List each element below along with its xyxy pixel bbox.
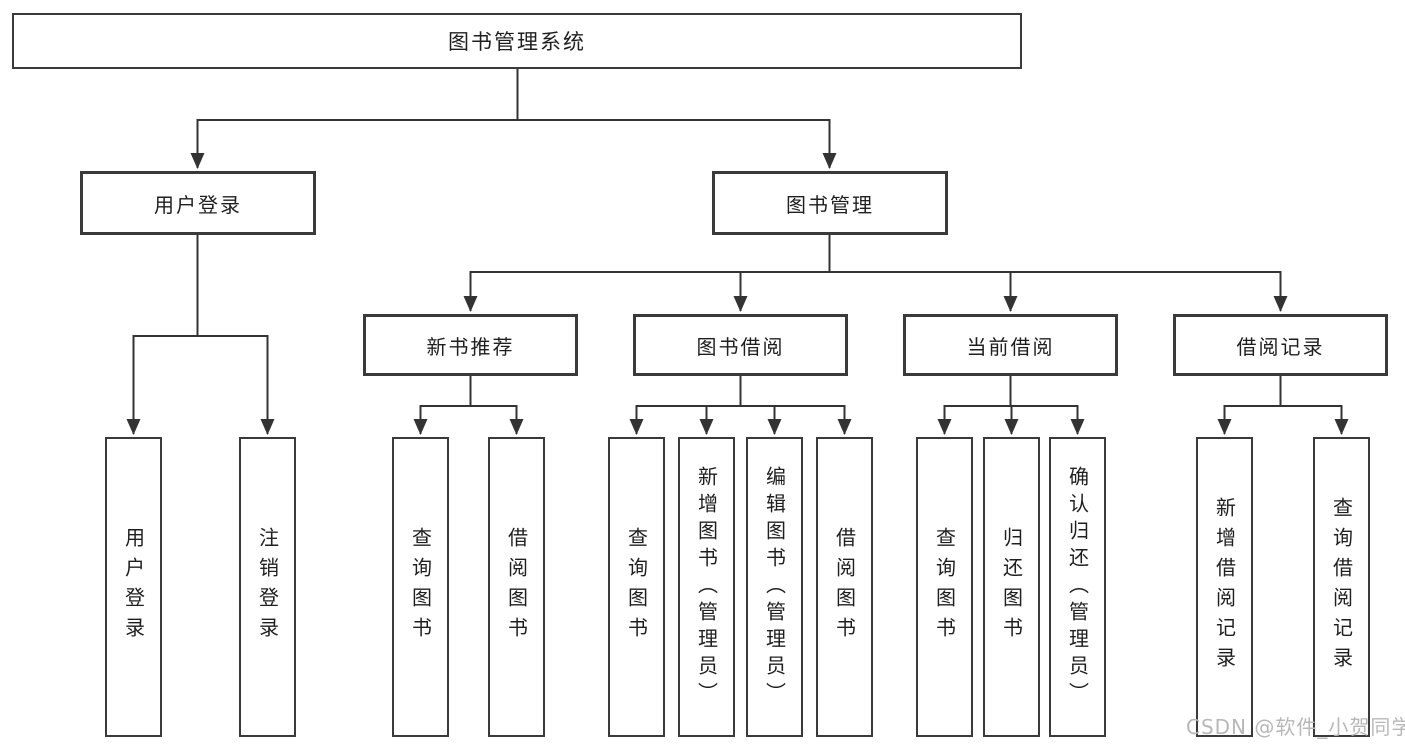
csdn-watermark: CSDN @软件_小贺同学: [1186, 715, 1405, 739]
node-book-borrow: 图书借阅: [633, 314, 848, 376]
leaf-recommend-query-book-label: 查询图书: [408, 527, 433, 647]
leaf-current-return-book-label: 归还图书: [999, 527, 1024, 647]
node-book-management-label: 图书管理: [786, 192, 874, 217]
leaf-records-add-record-label: 新增借阅记录: [1212, 497, 1237, 677]
leaf-records-query-record: 查询借阅记录: [1313, 437, 1370, 737]
leaf-logout: 注销登录: [239, 437, 296, 737]
leaf-borrow-query-book: 查询图书: [608, 437, 665, 737]
connector-new-book-recommend-to-leaves: [413, 376, 524, 435]
node-book-management: 图书管理: [712, 171, 948, 235]
connector-book-management-to-level3: [463, 235, 1288, 312]
leaf-current-query-book-label: 查询图书: [932, 527, 957, 647]
leaf-borrow-edit-book-label: 编辑图书（管理员）: [762, 465, 787, 709]
leaf-recommend-borrow-book-label: 借阅图书: [504, 527, 529, 647]
connector-borrow-records-to-leaves: [1217, 376, 1349, 435]
node-current-borrow: 当前借阅: [903, 314, 1118, 376]
leaf-borrow-add-book-label: 新增图书（管理员）: [694, 465, 719, 709]
connector-root-to-level2: [190, 69, 837, 169]
leaf-records-add-record: 新增借阅记录: [1196, 437, 1253, 737]
leaf-borrow-borrow-book-label: 借阅图书: [832, 527, 857, 647]
leaf-borrow-query-book-label: 查询图书: [624, 527, 649, 647]
node-new-book-recommend-label: 新书推荐: [426, 334, 515, 359]
node-borrow-records-label: 借阅记录: [1236, 334, 1325, 359]
node-root-label: 图书管理系统: [448, 30, 586, 54]
leaf-current-confirm-return: 确认归还（管理员）: [1049, 437, 1106, 737]
leaf-user-login-label: 用户登录: [121, 527, 146, 647]
node-book-borrow-label: 图书借阅: [696, 334, 785, 359]
connector-book-borrow-to-leaves: [629, 376, 852, 435]
node-new-book-recommend: 新书推荐: [363, 314, 578, 376]
node-user-login-label: 用户登录: [154, 192, 242, 217]
leaf-current-confirm-return-label: 确认归还（管理员）: [1065, 465, 1090, 709]
node-borrow-records: 借阅记录: [1173, 314, 1388, 376]
node-user-login: 用户登录: [80, 171, 316, 235]
leaf-borrow-edit-book: 编辑图书（管理员）: [746, 437, 803, 737]
connector-current-borrow-to-leaves: [937, 376, 1085, 435]
connector-user-login-to-leaves: [126, 235, 275, 435]
leaf-current-query-book: 查询图书: [916, 437, 973, 737]
leaf-borrow-borrow-book: 借阅图书: [816, 437, 873, 737]
leaf-logout-label: 注销登录: [255, 527, 280, 647]
leaf-recommend-borrow-book: 借阅图书: [488, 437, 545, 737]
node-current-borrow-label: 当前借阅: [966, 334, 1055, 359]
leaf-recommend-query-book: 查询图书: [392, 437, 449, 737]
node-root: 图书管理系统: [12, 13, 1022, 69]
leaf-borrow-add-book: 新增图书（管理员）: [678, 437, 735, 737]
leaf-current-return-book: 归还图书: [983, 437, 1040, 737]
leaf-records-query-record-label: 查询借阅记录: [1329, 497, 1354, 677]
leaf-user-login: 用户登录: [105, 437, 162, 737]
